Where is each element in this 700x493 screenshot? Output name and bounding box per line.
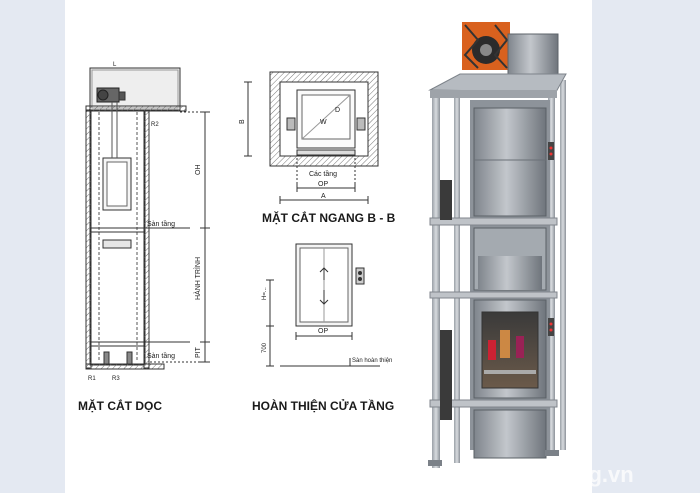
dim-op-label-2: OP [318, 328, 328, 335]
left-margin-panel [0, 0, 65, 493]
r2-label: R2 [151, 122, 159, 128]
floor-label-1: Sàn tầng [147, 219, 175, 228]
r1-label: R1 [88, 376, 96, 382]
floor-door-title: HOÀN THIỆN CỬA TẦNG [252, 398, 394, 413]
watermark-text: thietbiacg.vn [498, 462, 634, 487]
floor-door-drawing [266, 243, 380, 367]
oh-label: OH [195, 165, 202, 176]
horizontal-section-drawing [244, 71, 379, 204]
vertical-section-drawing [85, 67, 210, 370]
dim-b-label: B [239, 119, 246, 124]
dim-w-label: W [320, 119, 327, 126]
travel-label: HÀNH TRÌNH [193, 257, 202, 300]
section-vertical-title: MẶT CẮT DỌC [78, 398, 162, 413]
dim-h-label: H=... [262, 287, 268, 300]
floors-label: Các tầng [309, 169, 337, 178]
r3-label: R3 [112, 376, 120, 382]
dim-a-label: A [321, 193, 326, 200]
finished-floor-label: Sàn hoàn thiện [352, 358, 392, 364]
dim-700-label: 700 [262, 342, 268, 353]
section-horizontal-title: MẶT CẮT NGANG B - B [262, 210, 396, 225]
right-margin-panel [592, 0, 700, 493]
dim-op-label-1: OP [318, 181, 328, 188]
pit-label: PIT [195, 346, 202, 358]
dim-l-label: L [113, 62, 117, 68]
floor-label-2: Sàn tầng [147, 351, 175, 360]
dumbwaiter-photo [428, 22, 567, 468]
dim-d-label: D [335, 107, 340, 114]
